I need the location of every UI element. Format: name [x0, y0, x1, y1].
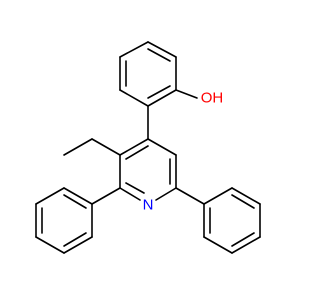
left-phenyl-bond-2	[63, 236, 93, 254]
right-phenyl-bond	[175, 187, 205, 205]
bonds	[35, 41, 261, 254]
left-phenyl-inner-bond-1	[63, 232, 87, 247]
phenol-bond-4	[119, 89, 149, 107]
hydroxyl-label: OH	[201, 90, 224, 107]
ethyl-bond-1	[91, 138, 121, 156]
nitrogen-label: N	[143, 197, 154, 214]
pyridine-inner-bond-2	[125, 182, 145, 194]
phenol-bond-3	[147, 89, 177, 107]
right-phenyl-bond-5	[203, 236, 233, 254]
right-phenyl-bond-2	[231, 187, 261, 205]
atom-labels: OH N	[143, 90, 224, 214]
pyridine-bond-1	[147, 138, 177, 156]
pyridine-bond-6	[119, 138, 149, 156]
pyridine-bond-4	[119, 187, 141, 201]
left-phenyl-bond	[91, 187, 121, 205]
right-phenyl-bond-1	[203, 187, 233, 205]
left-phenyl-bond-5	[35, 187, 65, 205]
ethyl-bond-2	[63, 138, 93, 156]
phenol-bond-1	[147, 41, 177, 58]
right-phenyl-bond-4	[231, 236, 261, 254]
right-phenyl-inner-bond-1	[231, 194, 255, 209]
left-phenyl-bond-3	[35, 236, 65, 254]
phenol-inner-bond-2	[147, 85, 171, 99]
hydroxyl-bond	[175, 89, 198, 99]
right-phenyl-inner-bond-2	[231, 232, 255, 247]
left-phenyl-bond-6	[63, 187, 93, 205]
phenol-inner-bond-1	[147, 48, 171, 62]
pyridine-bond-3	[155, 187, 177, 201]
phenol-bond-6	[119, 41, 149, 58]
pyridine-inner-bond-3	[125, 145, 149, 160]
left-phenyl-inner-bond-3	[63, 194, 87, 209]
molecule-structure: OH N	[35, 41, 261, 254]
